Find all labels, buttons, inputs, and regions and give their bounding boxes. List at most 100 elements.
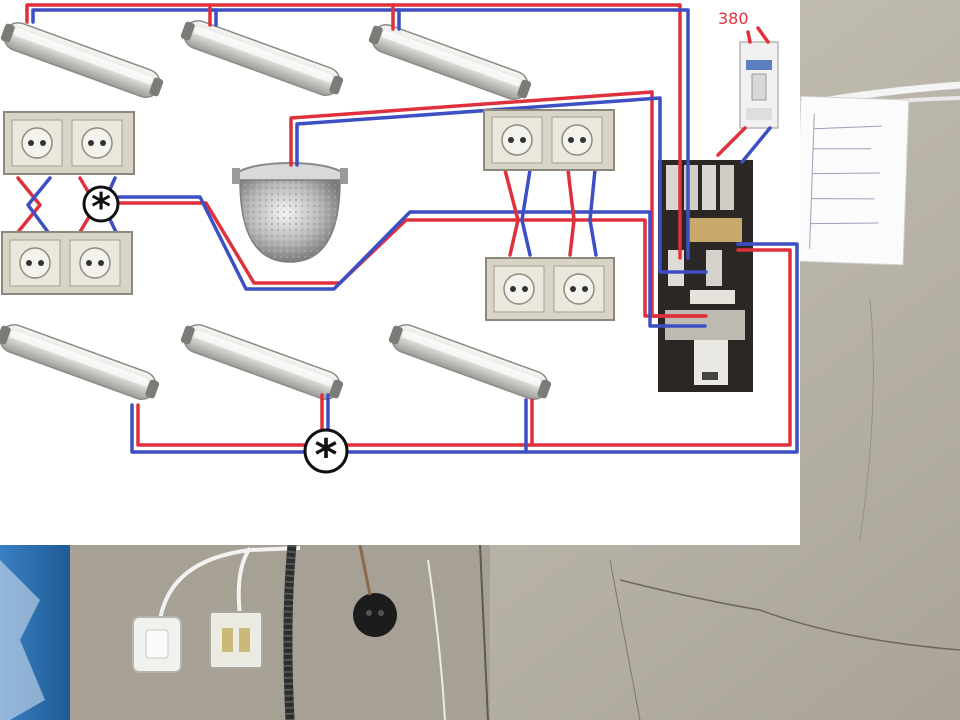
phase-wire (136, 248, 792, 447)
loose-wire (427, 559, 446, 720)
phase-wire (25, 3, 682, 260)
phase-wire (746, 30, 752, 44)
neutral-wire (588, 168, 598, 257)
socket-pin-hole (100, 140, 106, 146)
neutral-wire (130, 242, 799, 454)
socket-pin-hole (522, 286, 528, 292)
socket-plate-left-bottom (1, 231, 133, 295)
socket-pin-hole (570, 286, 576, 292)
junction-circle (82, 185, 120, 223)
socket-left-top-2 (71, 119, 123, 167)
paper-line (812, 172, 881, 175)
installed-double-switch (209, 611, 263, 669)
phase-wire (566, 168, 576, 257)
paper-line (813, 125, 882, 130)
paper-line (809, 113, 815, 249)
lamp-end-cap (0, 325, 11, 345)
socket-right-bottom-1 (493, 265, 545, 313)
breaker-toggle (751, 73, 767, 101)
neutral-wire (117, 195, 707, 328)
cable-white (158, 546, 301, 621)
dome-lamp (232, 162, 348, 263)
electrical-panel (658, 160, 753, 392)
socket-pin-hole (98, 260, 104, 266)
installed-bakelite-socket (353, 593, 397, 637)
lamp-highlight (9, 330, 150, 387)
socket-plate-right-bottom (485, 257, 615, 321)
junction-box-lamps: * (303, 428, 349, 481)
junction-label: * (91, 185, 111, 229)
socket-cup (561, 124, 593, 156)
wall-crack-3 (859, 299, 874, 541)
socket-pin-hole (510, 286, 516, 292)
socket-pin-hole (582, 286, 588, 292)
dome-lamp-texture (240, 180, 340, 262)
cable-white-2 (236, 546, 252, 616)
panel-breaker (684, 165, 698, 210)
switch-key-left (222, 628, 233, 652)
socket-pin-hole (38, 260, 44, 266)
dome-lamp-clip (340, 168, 348, 184)
lamp-end-cap (537, 379, 552, 399)
dome-lamp-clip (232, 168, 240, 184)
lamp-end-cap (149, 77, 164, 97)
lamp-end-cap (388, 325, 403, 345)
socket-pin-hole (568, 137, 574, 143)
socket-pin-hole (88, 140, 94, 146)
fluorescent-lamp-bottom-center (180, 323, 344, 401)
socket-pin-hole (580, 137, 586, 143)
socket-cup (81, 127, 113, 159)
panel-breaker (720, 165, 734, 210)
phase-wire (16, 176, 42, 234)
panel-breaker (702, 165, 716, 210)
phase-wire (716, 126, 747, 157)
fluorescent-lamp-bottom-left (0, 323, 160, 401)
socket-cup (19, 247, 51, 279)
breaker-badge (746, 60, 772, 70)
junction-box-sockets: * (82, 185, 120, 229)
socket-cup (501, 124, 533, 156)
panel-breaker (706, 250, 722, 286)
lamp-end-cap (517, 79, 532, 99)
paper-line (810, 222, 879, 225)
socket-right-top-1 (491, 116, 543, 164)
switch-key (145, 629, 169, 659)
corrugated-conduit (283, 544, 297, 720)
fluorescent-lamp-top-left (0, 21, 164, 99)
lamp-highlight (401, 330, 542, 387)
phase-wire (756, 26, 770, 44)
socket-plate-right-top (483, 109, 615, 171)
socket-right-bottom-2 (553, 265, 605, 313)
lamp-end-cap (0, 23, 15, 43)
breaker-terminal (746, 108, 772, 120)
socket-pin-hole (26, 260, 32, 266)
conduit-ribs (283, 544, 297, 720)
junction-label: * (314, 430, 337, 481)
lamp-highlight (381, 30, 522, 87)
socket-left-top-1 (11, 119, 63, 167)
junction-circle (303, 428, 349, 474)
socket-pin-hole (508, 137, 514, 143)
fluorescent-lamp-bottom-right (388, 323, 552, 401)
socket-pin-hole (28, 140, 34, 146)
old-wires (358, 544, 372, 596)
lamp-end-cap (145, 379, 160, 399)
neutral-wire (31, 8, 690, 260)
neutral-wire (295, 96, 708, 274)
socket-cup (21, 127, 53, 159)
socket-pin-hole (520, 137, 526, 143)
panel-breaker (666, 165, 680, 210)
socket-left-bottom-2 (69, 239, 121, 287)
wires (16, 3, 799, 454)
fluorescent-lamp-top-right (368, 23, 532, 101)
fluorescent-lamp-top-center (180, 19, 344, 97)
socket-hole (366, 610, 372, 616)
switch-key-right (239, 628, 250, 652)
voltage-label: 380 (718, 9, 749, 28)
panel-label-strip (688, 218, 742, 242)
phase-wire (503, 168, 520, 257)
panel-terminal (690, 290, 735, 304)
wall-corner-seam (479, 544, 489, 720)
lamp-end-cap (329, 379, 344, 399)
